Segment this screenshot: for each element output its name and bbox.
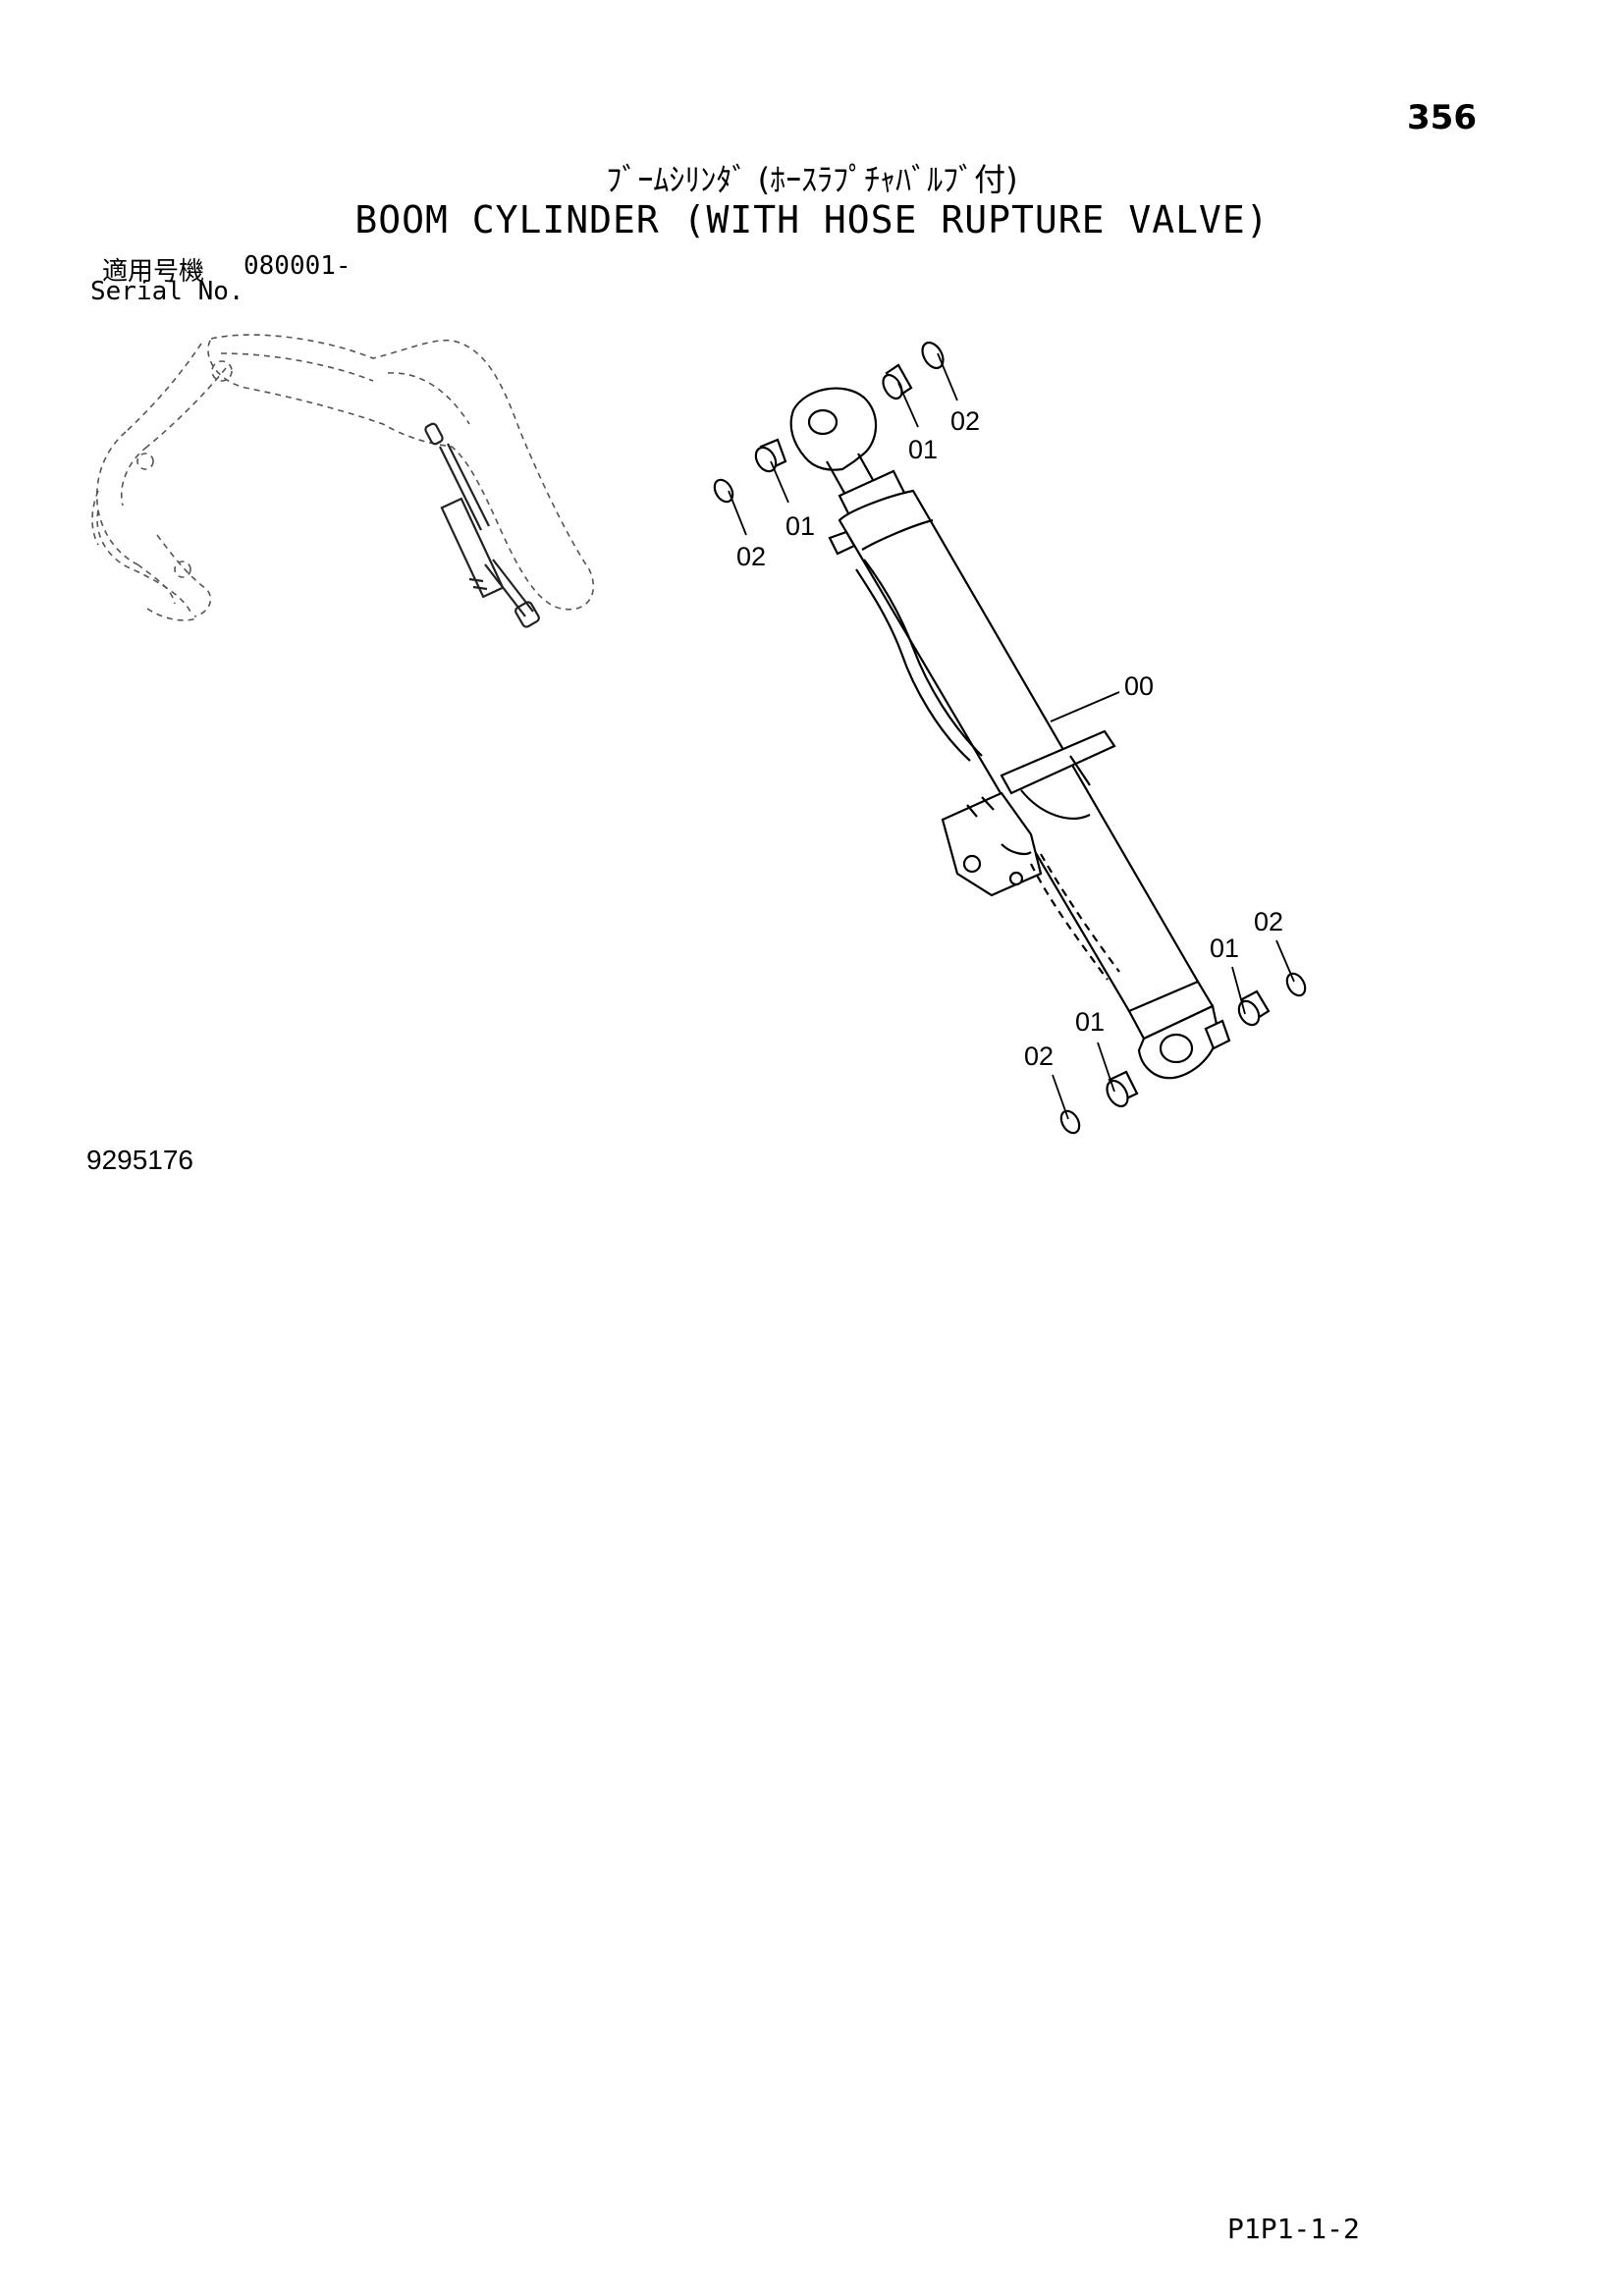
callout-label: 02: [1254, 907, 1283, 936]
callout-label: 01: [1075, 1007, 1105, 1037]
serial-number-value: 080001-: [244, 251, 352, 281]
callout-label: 00: [1124, 671, 1154, 701]
callout-label: 01: [785, 511, 815, 541]
drawing-number: 9295176: [86, 1145, 194, 1175]
page-number: 356: [1407, 98, 1477, 137]
bushing-and-ring-parts: [713, 341, 1307, 1135]
boom-cylinder-illustration: [789, 387, 1231, 1080]
callout-leader-lines: [728, 352, 1295, 1120]
page-title-japanese: ﾌﾞｰﾑｼﾘﾝﾀﾞ (ﾎｰｽﾗﾌﾟﾁｬﾊﾞﾙﾌﾞ付): [606, 161, 1018, 198]
serial-label: Serial No.: [90, 277, 244, 306]
boom-cylinder-position-highlight: [424, 422, 540, 628]
page-title: BOOM CYLINDER (WITH HOSE RUPTURE VALVE): [354, 198, 1270, 241]
excavator-overview-illustration: [91, 334, 595, 621]
page-code: P1P1-1-2: [1227, 2213, 1360, 2245]
callout-label: 01: [1210, 934, 1239, 963]
callout-label: 01: [908, 435, 938, 464]
callout-label: 02: [950, 406, 980, 436]
callout-label: 02: [1024, 1041, 1054, 1071]
serial-label-japanese: 適用号機: [102, 257, 205, 287]
callout-label: 02: [736, 542, 766, 571]
